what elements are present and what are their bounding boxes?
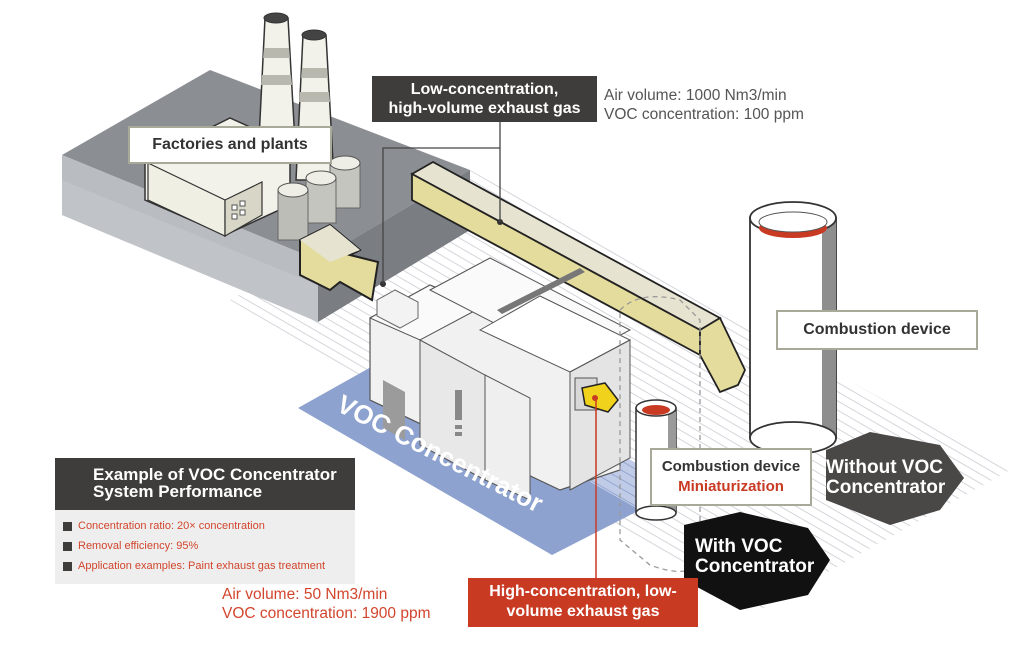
combustion-device-large-text: Combustion device <box>803 321 951 338</box>
performance-panel: Example of VOC Concentrator System Perfo… <box>55 458 355 584</box>
concentrated-gas-outlet <box>574 377 619 413</box>
high-conc-line-2: volume exhaust gas <box>506 603 660 620</box>
dashed-highlight <box>619 296 701 572</box>
exhaust-duct-long <box>410 160 746 394</box>
factories-label-text: Factories and plants <box>152 136 308 153</box>
low-conc-voc-concentration: VOC concentration: 100 ppm <box>604 106 804 123</box>
performance-item: Concentration ratio: 20× concentration <box>63 516 355 536</box>
low-concentration-label: Low-concentration, high-volume exhaust g… <box>372 76 597 122</box>
combustion-device-small-label: Combustion device Miniaturization <box>650 448 812 506</box>
without-voc-line-1: Without VOC <box>826 457 943 478</box>
combustion-device-large-label: Combustion device <box>776 310 978 350</box>
performance-item-text: Concentration ratio: 20× concentration <box>78 520 265 532</box>
low-conc-line-1: Low-concentration, <box>410 81 559 98</box>
without-voc-line-2: Concentrator <box>826 477 946 498</box>
combustion-device-large <box>749 201 837 455</box>
bullet-square-icon <box>63 561 72 571</box>
with-voc-line-1: With VOC <box>695 536 783 557</box>
high-conc-line-1: High-concentration, low- <box>489 583 677 600</box>
with-voc-text: With VOC Concentrator <box>695 537 814 577</box>
without-voc-badge <box>826 432 964 525</box>
performance-title: Example of VOC Concentrator System Perfo… <box>55 458 355 510</box>
low-concentration-specs: Air volume: 1000 Nm3/min VOC concentrati… <box>604 86 804 124</box>
chimney-left <box>257 12 297 161</box>
bullet-square-icon <box>63 541 72 551</box>
high-conc-air-volume: Air volume: 50 Nm3/min <box>222 586 388 603</box>
performance-item-text: Application examples: Paint exhaust gas … <box>78 560 326 572</box>
performance-item-text: Removal efficiency: 95% <box>78 540 199 552</box>
performance-title-line-2: System Performance <box>93 482 263 501</box>
exhaust-arrow-factory <box>299 223 386 302</box>
with-voc-line-2: Concentrator <box>695 556 815 577</box>
storage-tanks <box>277 155 361 241</box>
performance-list: Concentration ratio: 20× concentration R… <box>55 510 355 584</box>
voc-concentrator-unit <box>368 257 632 501</box>
with-voc-badge <box>684 512 830 610</box>
combustion-device-small-text: Combustion device <box>661 458 801 475</box>
high-concentration-specs: Air volume: 50 Nm3/min VOC concentration… <box>222 585 431 623</box>
bullet-square-icon <box>63 521 72 531</box>
without-voc-text: Without VOC Concentrator <box>826 458 945 498</box>
high-conc-voc-concentration: VOC concentration: 1900 ppm <box>222 605 431 622</box>
miniaturization-text: Miniaturization <box>678 478 784 495</box>
low-conc-line-2: high-volume exhaust gas <box>388 100 581 117</box>
low-conc-air-volume: Air volume: 1000 Nm3/min <box>604 87 787 104</box>
performance-item: Removal efficiency: 95% <box>63 536 355 556</box>
performance-item: Application examples: Paint exhaust gas … <box>63 556 355 576</box>
factories-label: Factories and plants <box>128 126 332 164</box>
performance-title-line-1: Example of VOC Concentrator <box>93 465 337 484</box>
leader-lines-low-conc <box>382 120 501 284</box>
high-concentration-label: High-concentration, low- volume exhaust … <box>468 578 698 627</box>
